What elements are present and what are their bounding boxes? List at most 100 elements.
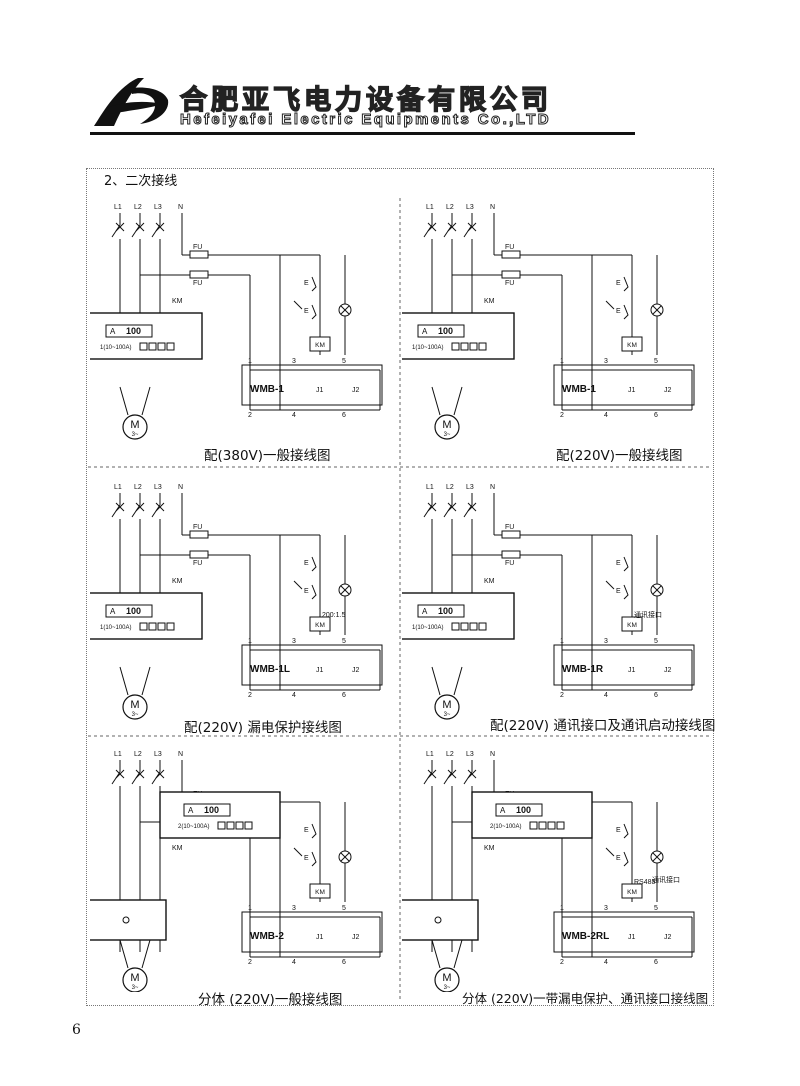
display-value: 100 (126, 606, 141, 616)
caption-380v: 配(380V)一般接线图 (204, 448, 331, 464)
terminal-number: 5 (654, 638, 658, 645)
label-l1: L1 (114, 484, 122, 491)
wmb-module (553, 911, 695, 953)
button-icon (529, 821, 538, 830)
note-label: 通讯接口 (652, 875, 680, 884)
motor-label: M (442, 972, 451, 984)
wire (605, 847, 615, 857)
wmb-module (553, 364, 695, 406)
label-j2: J2 (352, 934, 360, 941)
wire (340, 852, 350, 862)
wire (311, 851, 317, 867)
wire (623, 823, 629, 839)
label-l1: L1 (114, 751, 122, 758)
terminal-number: 6 (654, 959, 658, 966)
range-label: 1(10~100A) (100, 625, 132, 631)
terminal-number: 2 (560, 412, 564, 419)
wire (155, 502, 165, 512)
label-j1: J1 (628, 934, 636, 941)
caption-comm: 配(220V) 通讯接口及通讯启动接线图 (490, 718, 716, 734)
label-j1: J1 (628, 667, 636, 674)
button-icon (556, 821, 565, 830)
label-fu: FU (505, 524, 514, 531)
button-icon (460, 622, 469, 631)
note-label: KM (172, 578, 183, 585)
label-l1: L1 (114, 204, 122, 211)
range-label: 1(10~100A) (100, 345, 132, 351)
label-fu: FU (505, 244, 514, 251)
range-label: 2(10~100A) (490, 824, 522, 830)
button-icon (157, 342, 166, 351)
label-e: E (616, 280, 621, 287)
button-icon (469, 342, 478, 351)
label-j2: J2 (352, 387, 360, 394)
label-n: N (490, 751, 495, 758)
label-fu: FU (193, 560, 202, 567)
button-icon (148, 622, 157, 631)
grid-dividers (88, 198, 712, 1002)
terminal-number: 1 (560, 358, 564, 365)
label-fu: FU (505, 280, 514, 287)
button-icon (166, 342, 175, 351)
range-label: 1(10~100A) (412, 345, 444, 351)
button-icon (166, 622, 175, 631)
label-e: E (304, 827, 309, 834)
wire (427, 769, 437, 779)
wire (623, 584, 629, 600)
label-unit: A (188, 806, 194, 815)
label-km-coil: KM (627, 622, 637, 629)
label-l1: L1 (426, 204, 434, 211)
range-label: 2(10~100A) (178, 824, 210, 830)
terminal-number: 6 (342, 959, 346, 966)
label-km-coil: KM (315, 622, 325, 629)
label-e: E (304, 560, 309, 567)
terminal-number: 3 (604, 638, 608, 645)
module-label: WMB-1L (250, 664, 290, 675)
wire (427, 222, 437, 232)
label-km-coil: KM (315, 889, 325, 896)
label-l1: L1 (426, 751, 434, 758)
module-label: WMB-1 (562, 384, 596, 395)
label-km-coil: KM (315, 342, 325, 349)
terminal-number: 6 (342, 692, 346, 699)
fuse-icon (501, 530, 521, 539)
terminal-number: 1 (560, 638, 564, 645)
wire (293, 300, 303, 310)
label-l2: L2 (446, 751, 454, 758)
wire (453, 939, 463, 969)
terminal-number: 1 (248, 358, 252, 365)
display-screen (105, 324, 153, 338)
display-screen (105, 604, 153, 618)
wiring-diagram-split-leakage-comm: L1L2L3NFUFUEEKMWMB-2RLJ1J2135246A1002(10… (397, 742, 702, 996)
motor-icon (122, 414, 148, 440)
wire (427, 502, 437, 512)
wire (119, 666, 129, 696)
label-l3: L3 (466, 751, 474, 758)
wire (311, 276, 317, 292)
motor-icon (434, 414, 460, 440)
button-icon (451, 342, 460, 351)
button-icon (217, 821, 226, 830)
wire (135, 502, 145, 512)
km-coil (621, 616, 643, 632)
terminal-number: 4 (292, 412, 296, 419)
wire (311, 584, 317, 600)
wire (141, 939, 151, 969)
wire (340, 305, 350, 315)
button-icon (460, 342, 469, 351)
protector-device (393, 312, 515, 360)
terminal-number: 5 (342, 358, 346, 365)
label-l3: L3 (154, 484, 162, 491)
label-j2: J2 (664, 934, 672, 941)
button-icon (547, 821, 556, 830)
range-label: 1(10~100A) (412, 625, 444, 631)
wire (431, 386, 441, 416)
wire (623, 556, 629, 572)
terminal-number: 6 (342, 412, 346, 419)
km-coil (309, 616, 331, 632)
wire (623, 851, 629, 867)
fuse-icon (501, 550, 521, 559)
